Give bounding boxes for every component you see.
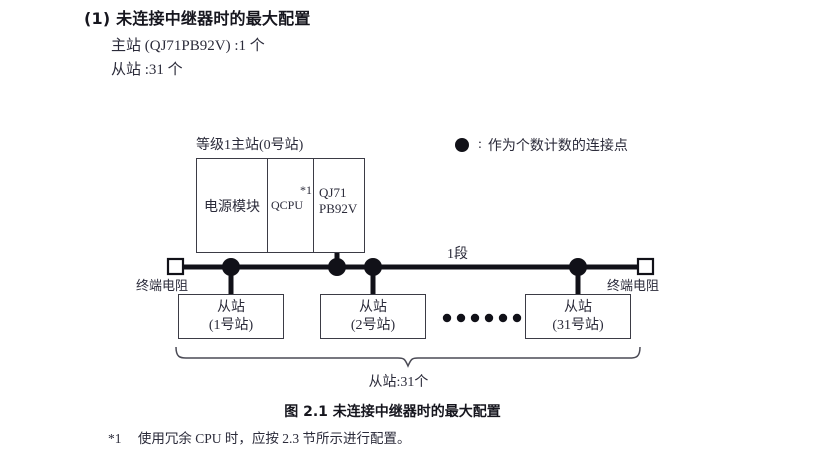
connection-point-dot-slave2 xyxy=(364,258,382,276)
heading-block: (1) 未连接中继器时的最大配置 主站 (QJ71PB92V) :1 个 从站 … xyxy=(84,8,684,82)
slave-station-name-1: 从站 xyxy=(217,299,245,315)
slave-station-name-2: 从站 xyxy=(359,299,387,315)
footnote-text: 使用冗余 CPU 时，应按 2.3 节所示进行配置。 xyxy=(137,431,411,446)
legend-filled-circle-icon xyxy=(455,138,469,152)
slave-group-brace xyxy=(175,346,641,368)
cpu-label: QCPU xyxy=(271,198,304,212)
terminal-resistor-right-icon xyxy=(636,257,655,276)
terminal-resistor-left-icon xyxy=(166,257,185,276)
figure-caption-text: 图 2.1 未连接中继器时的最大配置 xyxy=(284,404,501,420)
connection-point-dot-slave1 xyxy=(222,258,240,276)
slave-station-number-2: (2号站) xyxy=(350,317,396,333)
heading-sub-slave: 从站 :31 个 xyxy=(111,62,183,78)
footnote-mark: *1 xyxy=(108,431,122,446)
terminal-resistor-left-label: 终端电阻 xyxy=(136,278,189,293)
power-module-label: 电源模块 xyxy=(204,199,260,215)
legend-label: 作为个数计数的连接点 xyxy=(487,139,628,154)
page-title: (1) 未连接中继器时的最大配置 xyxy=(84,9,311,28)
legend-colon: : xyxy=(478,137,482,152)
connection-point-dot-master xyxy=(328,258,346,276)
slave-station-number-1: (1号站) xyxy=(208,317,254,333)
slave-station-box-2: 从站 (2号站) xyxy=(320,294,426,339)
master-station-label: 等级1主站(0号站) xyxy=(196,138,304,153)
slave-station-box-1: 从站 (1号站) xyxy=(178,294,284,339)
network-module-label-line2: PB92V xyxy=(319,201,358,216)
slave-station-box-31: 从站 (31号站) xyxy=(525,294,631,339)
terminal-resistor-right-label: 终端电阻 xyxy=(607,278,660,293)
rack-cell-cpu: QCPU *1 xyxy=(268,159,314,252)
legend: : 作为个数计数的连接点 xyxy=(455,135,628,155)
master-rack: 电源模块 QCPU *1 QJ71 PB92V xyxy=(196,158,365,253)
network-module-label-line1: QJ71 xyxy=(319,185,347,200)
slave-station-name-31: 从站 xyxy=(564,299,592,315)
footnote: *1 使用冗余 CPU 时，应按 2.3 节所示进行配置。 xyxy=(108,427,411,447)
slave-station-number-31: (31号站) xyxy=(552,317,604,333)
ellipsis-dots xyxy=(442,313,522,323)
figure-caption: 图 2.1 未连接中继器时的最大配置 xyxy=(0,401,821,421)
rack-cell-power-module: 电源模块 xyxy=(197,159,268,252)
connection-point-dot-slave31 xyxy=(569,258,587,276)
slave-group-caption-text: 从站:31个 xyxy=(368,375,429,390)
segment-label: 1段 xyxy=(447,247,468,262)
heading-sub-master: 主站 (QJ71PB92V) :1 个 xyxy=(111,38,265,54)
slave-group-caption: 从站:31个 xyxy=(0,371,821,391)
cpu-footnote-mark: *1 xyxy=(300,183,312,197)
rack-cell-network-module: QJ71 PB92V xyxy=(314,159,364,252)
